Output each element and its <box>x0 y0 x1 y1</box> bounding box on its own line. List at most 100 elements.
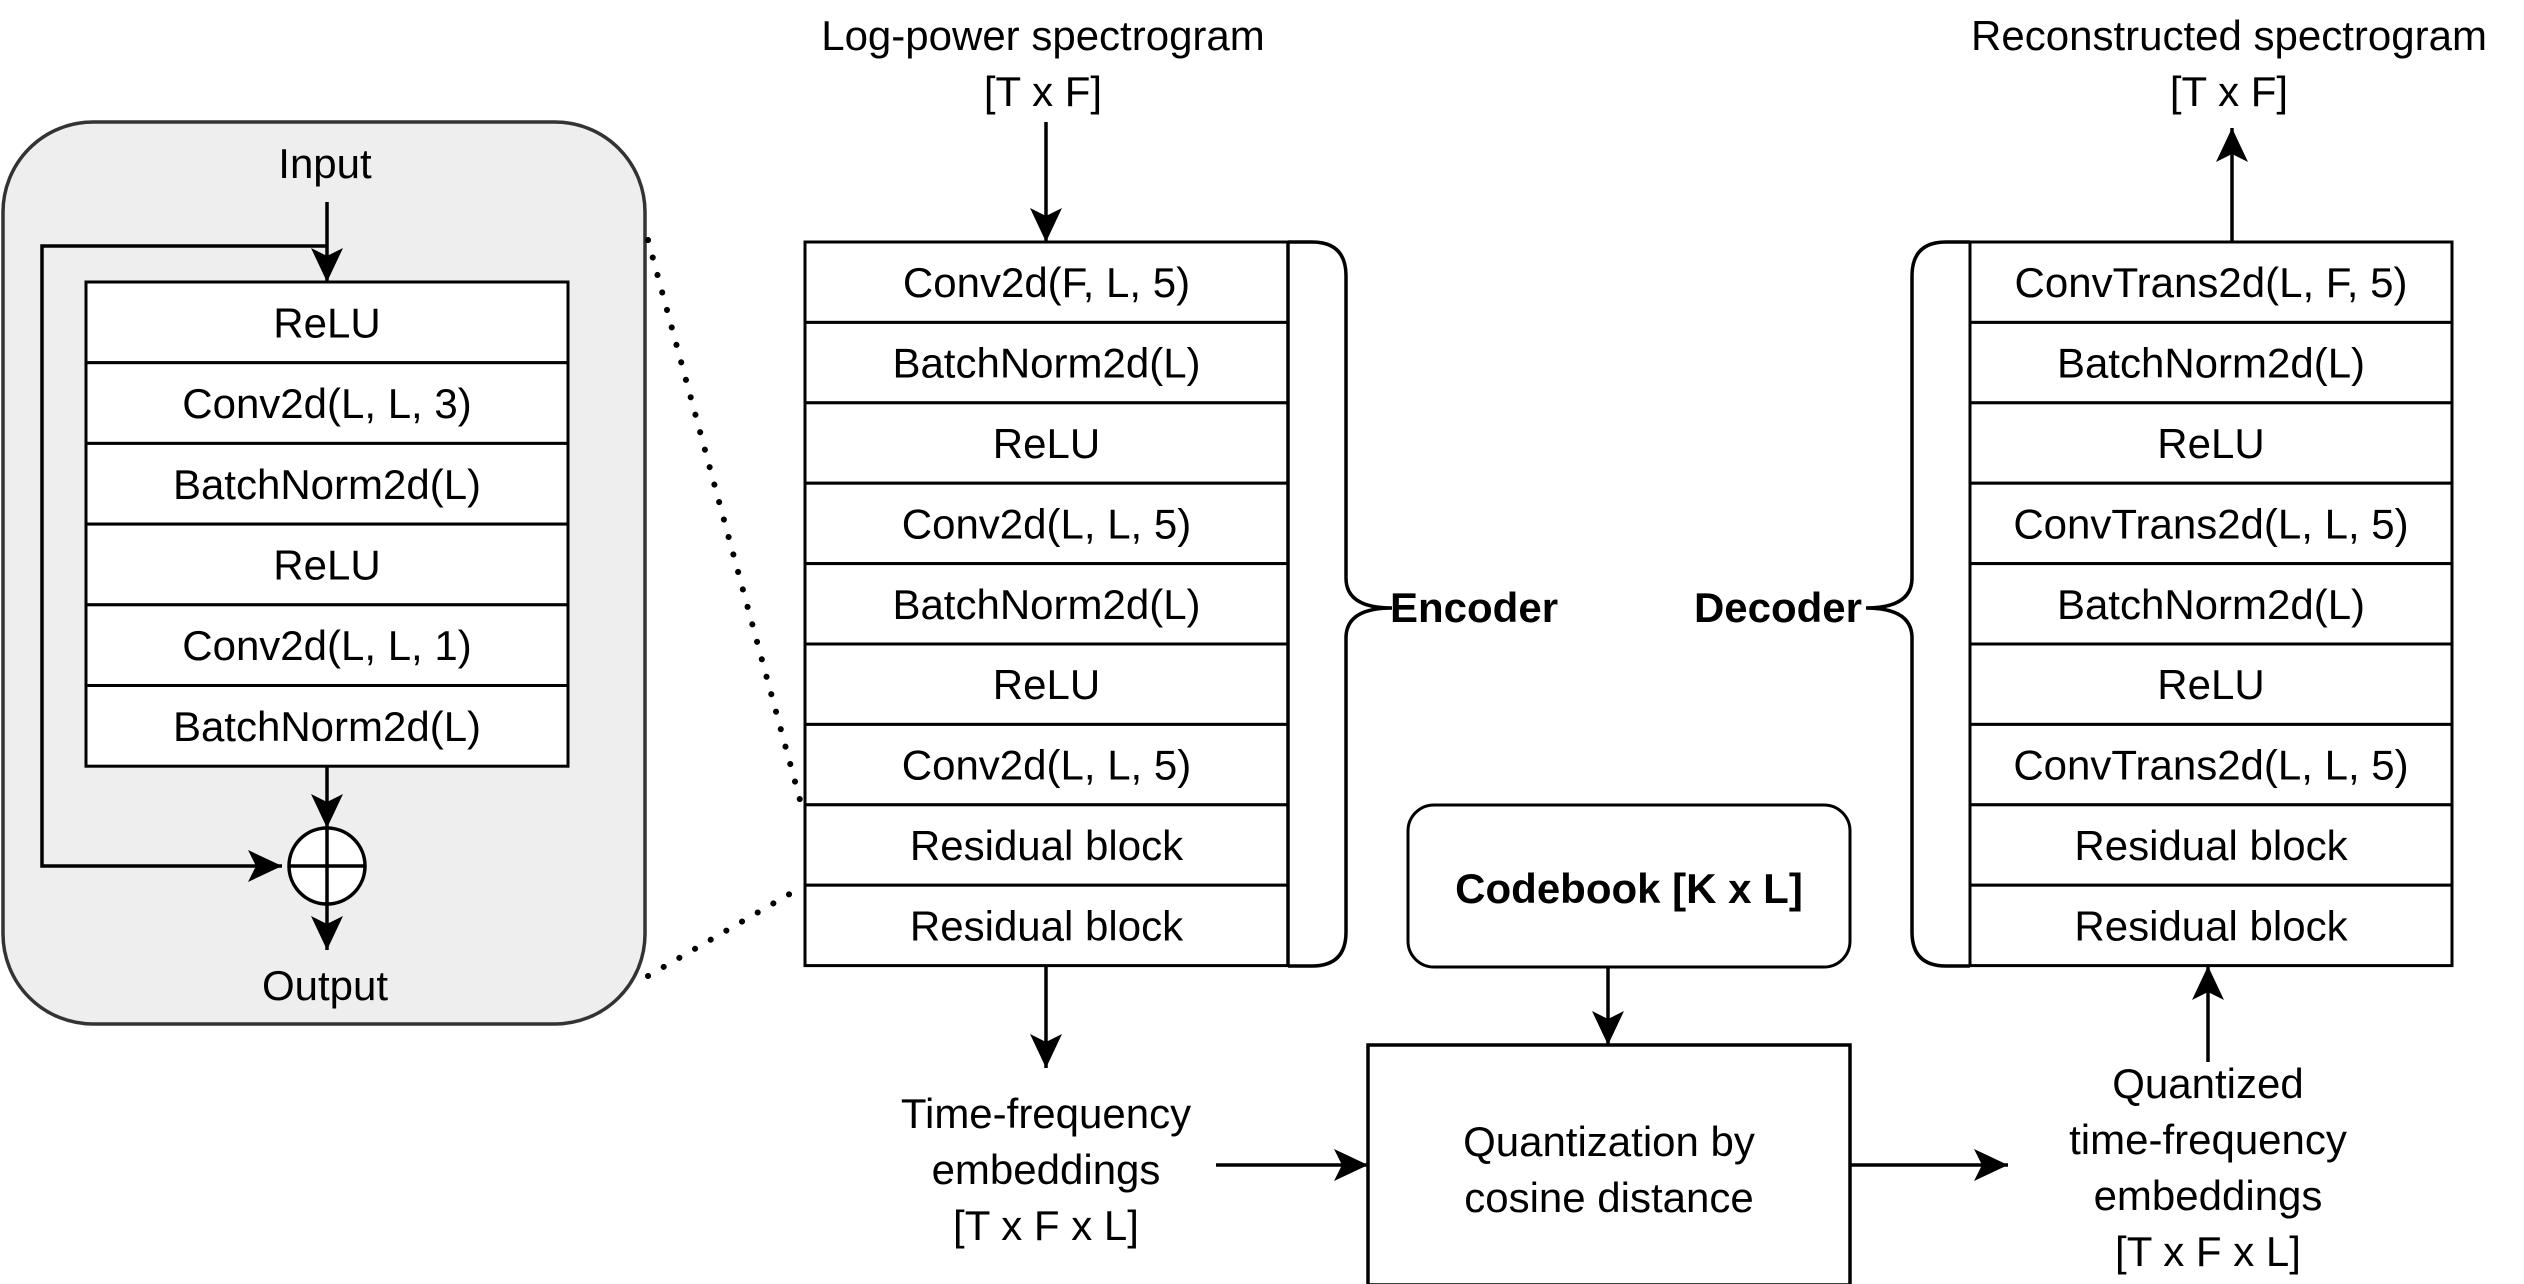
embeddings-line2: embeddings <box>932 1146 1161 1193</box>
encoder-input-label-line1: Log-power spectrogram <box>821 12 1265 59</box>
encoder-layer-batchnorm2d-l: BatchNorm2d(L) <box>803 320 1290 405</box>
decoder-layer-box <box>1968 481 2454 566</box>
codebook-box <box>1406 803 1852 969</box>
encoder-layer-label: Conv2d(L, L, 5) <box>902 742 1192 789</box>
encoder-layer-box <box>803 240 1290 324</box>
encoder-layer-label: Conv2d(F, L, 5) <box>903 259 1190 306</box>
decoder-layer-relu: ReLU <box>1968 401 2454 485</box>
decoder-layer-convtrans2d-l-f-5: ConvTrans2d(L, F, 5) <box>1968 240 2454 324</box>
encoder-layer-box <box>803 481 1290 566</box>
quantized-label: Quantized time-frequency embeddings [T x… <box>2069 1060 2347 1275</box>
decoder-output-label-line2: [T x F] <box>2170 68 2288 115</box>
encoder-layer-label: ReLU <box>993 661 1100 708</box>
encoder-layer-conv2d-l-l-5: Conv2d(L, L, 5) <box>803 481 1290 566</box>
quantized-line3: embeddings <box>2094 1172 2323 1219</box>
decoder-layer-box <box>1968 642 2454 726</box>
residual-layer-box <box>84 603 570 687</box>
residual-layer-conv2d-l-l-1: Conv2d(L, L, 1) <box>84 603 570 687</box>
encoder-layer-label: ReLU <box>993 420 1100 467</box>
codebook: Codebook [K x L] <box>1406 803 1852 969</box>
encoder-layer-relu: ReLU <box>803 401 1290 485</box>
decoder-layer-box <box>1968 803 2454 887</box>
decoder-layer-label: ConvTrans2d(L, F, 5) <box>2015 259 2408 306</box>
encoder-layer-stack: Conv2d(F, L, 5) BatchNorm2d(L) ReLU Conv2d(… <box>803 240 1290 968</box>
decoder-layer-stack: ConvTrans2d(L, F, 5) BatchNorm2d(L) ReLU Co… <box>1968 240 2454 968</box>
encoder-layer-label: Residual block <box>910 822 1184 869</box>
quantized-line4: [T x F x L] <box>2115 1228 2301 1275</box>
residual-layer-label: ReLU <box>273 299 380 346</box>
decoder-layer-batchnorm2d-l: BatchNorm2d(L) <box>1968 562 2454 646</box>
decoder-layer-label: Residual block <box>2074 822 2348 869</box>
decoder-layer-convtrans2d-l-l-5: ConvTrans2d(L, L, 5) <box>1968 481 2454 566</box>
residual-layer-label: BatchNorm2d(L) <box>173 461 481 508</box>
decoder-layer-label: BatchNorm2d(L) <box>2057 581 2365 628</box>
encoder-layer-label: BatchNorm2d(L) <box>892 581 1200 628</box>
residual-layer-box <box>84 684 570 768</box>
residual-layer-label: Conv2d(L, L, 3) <box>182 380 472 427</box>
decoder-layer-box <box>1968 320 2454 405</box>
decoder-layer-label: ReLU <box>2157 661 2264 708</box>
encoder-layer-box <box>803 722 1290 807</box>
decoder-layer-box <box>1968 883 2454 968</box>
quantization-line2: cosine distance <box>1464 1174 1754 1221</box>
embeddings-line3: [T x F x L] <box>953 1202 1139 1249</box>
residual-output-label: Output <box>262 962 388 1009</box>
quantization-box <box>1366 1043 1852 1284</box>
residual-layer-box <box>84 441 570 526</box>
residual-layer-stack: ReLU Conv2d(L, L, 3) BatchNorm2d(L) ReLU Con… <box>84 280 570 768</box>
encoder-layer-label: Conv2d(L, L, 5) <box>902 500 1192 547</box>
sum-node <box>287 826 367 906</box>
decoder-title: Decoder <box>1694 584 1862 631</box>
embeddings-line1: Time-frequency <box>901 1090 1191 1137</box>
decoder-layer-label: ReLU <box>2157 420 2264 467</box>
residual-layer-box <box>84 522 570 607</box>
residual-layer-box <box>84 280 570 365</box>
codebook-label: Codebook [K x L] <box>1455 865 1803 912</box>
zoom-line-bottom <box>645 885 803 979</box>
decoder-output-label-line1: Reconstructed spectrogram <box>1971 12 2487 59</box>
embeddings-label: Time-frequency embeddings [T x F x L] <box>901 1090 1191 1249</box>
decoder-layer-box <box>1968 722 2454 807</box>
quantized-line1: Quantized <box>2112 1060 2303 1107</box>
decoder: Reconstructed spectrogram [T x F] ConvTr… <box>1694 12 2487 968</box>
encoder-layer-box <box>803 320 1290 405</box>
quantization: Quantization by cosine distance <box>1366 1043 1852 1284</box>
encoder-layer-label: BatchNorm2d(L) <box>892 340 1200 387</box>
encoder-layer-box <box>803 562 1290 646</box>
quantized-line2: time-frequency <box>2069 1116 2347 1163</box>
decoder-layer-convtrans2d-l-l-5: ConvTrans2d(L, L, 5) <box>1968 722 2454 807</box>
residual-layer-label: ReLU <box>273 541 380 588</box>
encoder-layer-relu: ReLU <box>803 642 1290 726</box>
encoder-layer-conv2d-l-l-5: Conv2d(L, L, 5) <box>803 722 1290 807</box>
encoder-layer-conv2d-f-l-5: Conv2d(F, L, 5) <box>803 240 1290 324</box>
encoder-layer-label: Residual block <box>910 902 1184 949</box>
decoder-layer-label: Residual block <box>2074 902 2348 949</box>
decoder-layer-batchnorm2d-l: BatchNorm2d(L) <box>1968 320 2454 405</box>
residual-layer-label: Conv2d(L, L, 1) <box>182 622 472 669</box>
residual-skip-connection <box>40 244 327 882</box>
decoder-layer-residual-block: Residual block <box>1968 803 2454 887</box>
encoder-layer-residual-block: Residual block <box>803 803 1290 887</box>
residual-layer-relu: ReLU <box>84 522 570 607</box>
decoder-brace <box>1865 240 1970 968</box>
decoder-layer-box <box>1968 240 2454 324</box>
residual-layer-batchnorm2d-l: BatchNorm2d(L) <box>84 684 570 768</box>
residual-layer-label: BatchNorm2d(L) <box>173 703 481 750</box>
encoder-layer-box <box>803 883 1290 968</box>
encoder: Log-power spectrogram [T x F] Conv2d(F, … <box>803 12 1558 1068</box>
decoder-layer-label: ConvTrans2d(L, L, 5) <box>2013 500 2408 547</box>
encoder-layer-box <box>803 642 1290 726</box>
quantization-line1: Quantization by <box>1463 1118 1755 1165</box>
decoder-layer-label: BatchNorm2d(L) <box>2057 340 2365 387</box>
zoom-line-top <box>645 237 803 803</box>
decoder-layer-relu: ReLU <box>1968 642 2454 726</box>
decoder-layer-residual-block: Residual block <box>1968 883 2454 968</box>
encoder-title: Encoder <box>1390 584 1558 631</box>
residual-layer-relu: ReLU <box>84 280 570 365</box>
encoder-layer-residual-block: Residual block <box>803 883 1290 968</box>
decoder-layer-label: ConvTrans2d(L, L, 5) <box>2013 742 2408 789</box>
residual-layer-batchnorm2d-l: BatchNorm2d(L) <box>84 441 570 526</box>
decoder-layer-box <box>1968 401 2454 485</box>
